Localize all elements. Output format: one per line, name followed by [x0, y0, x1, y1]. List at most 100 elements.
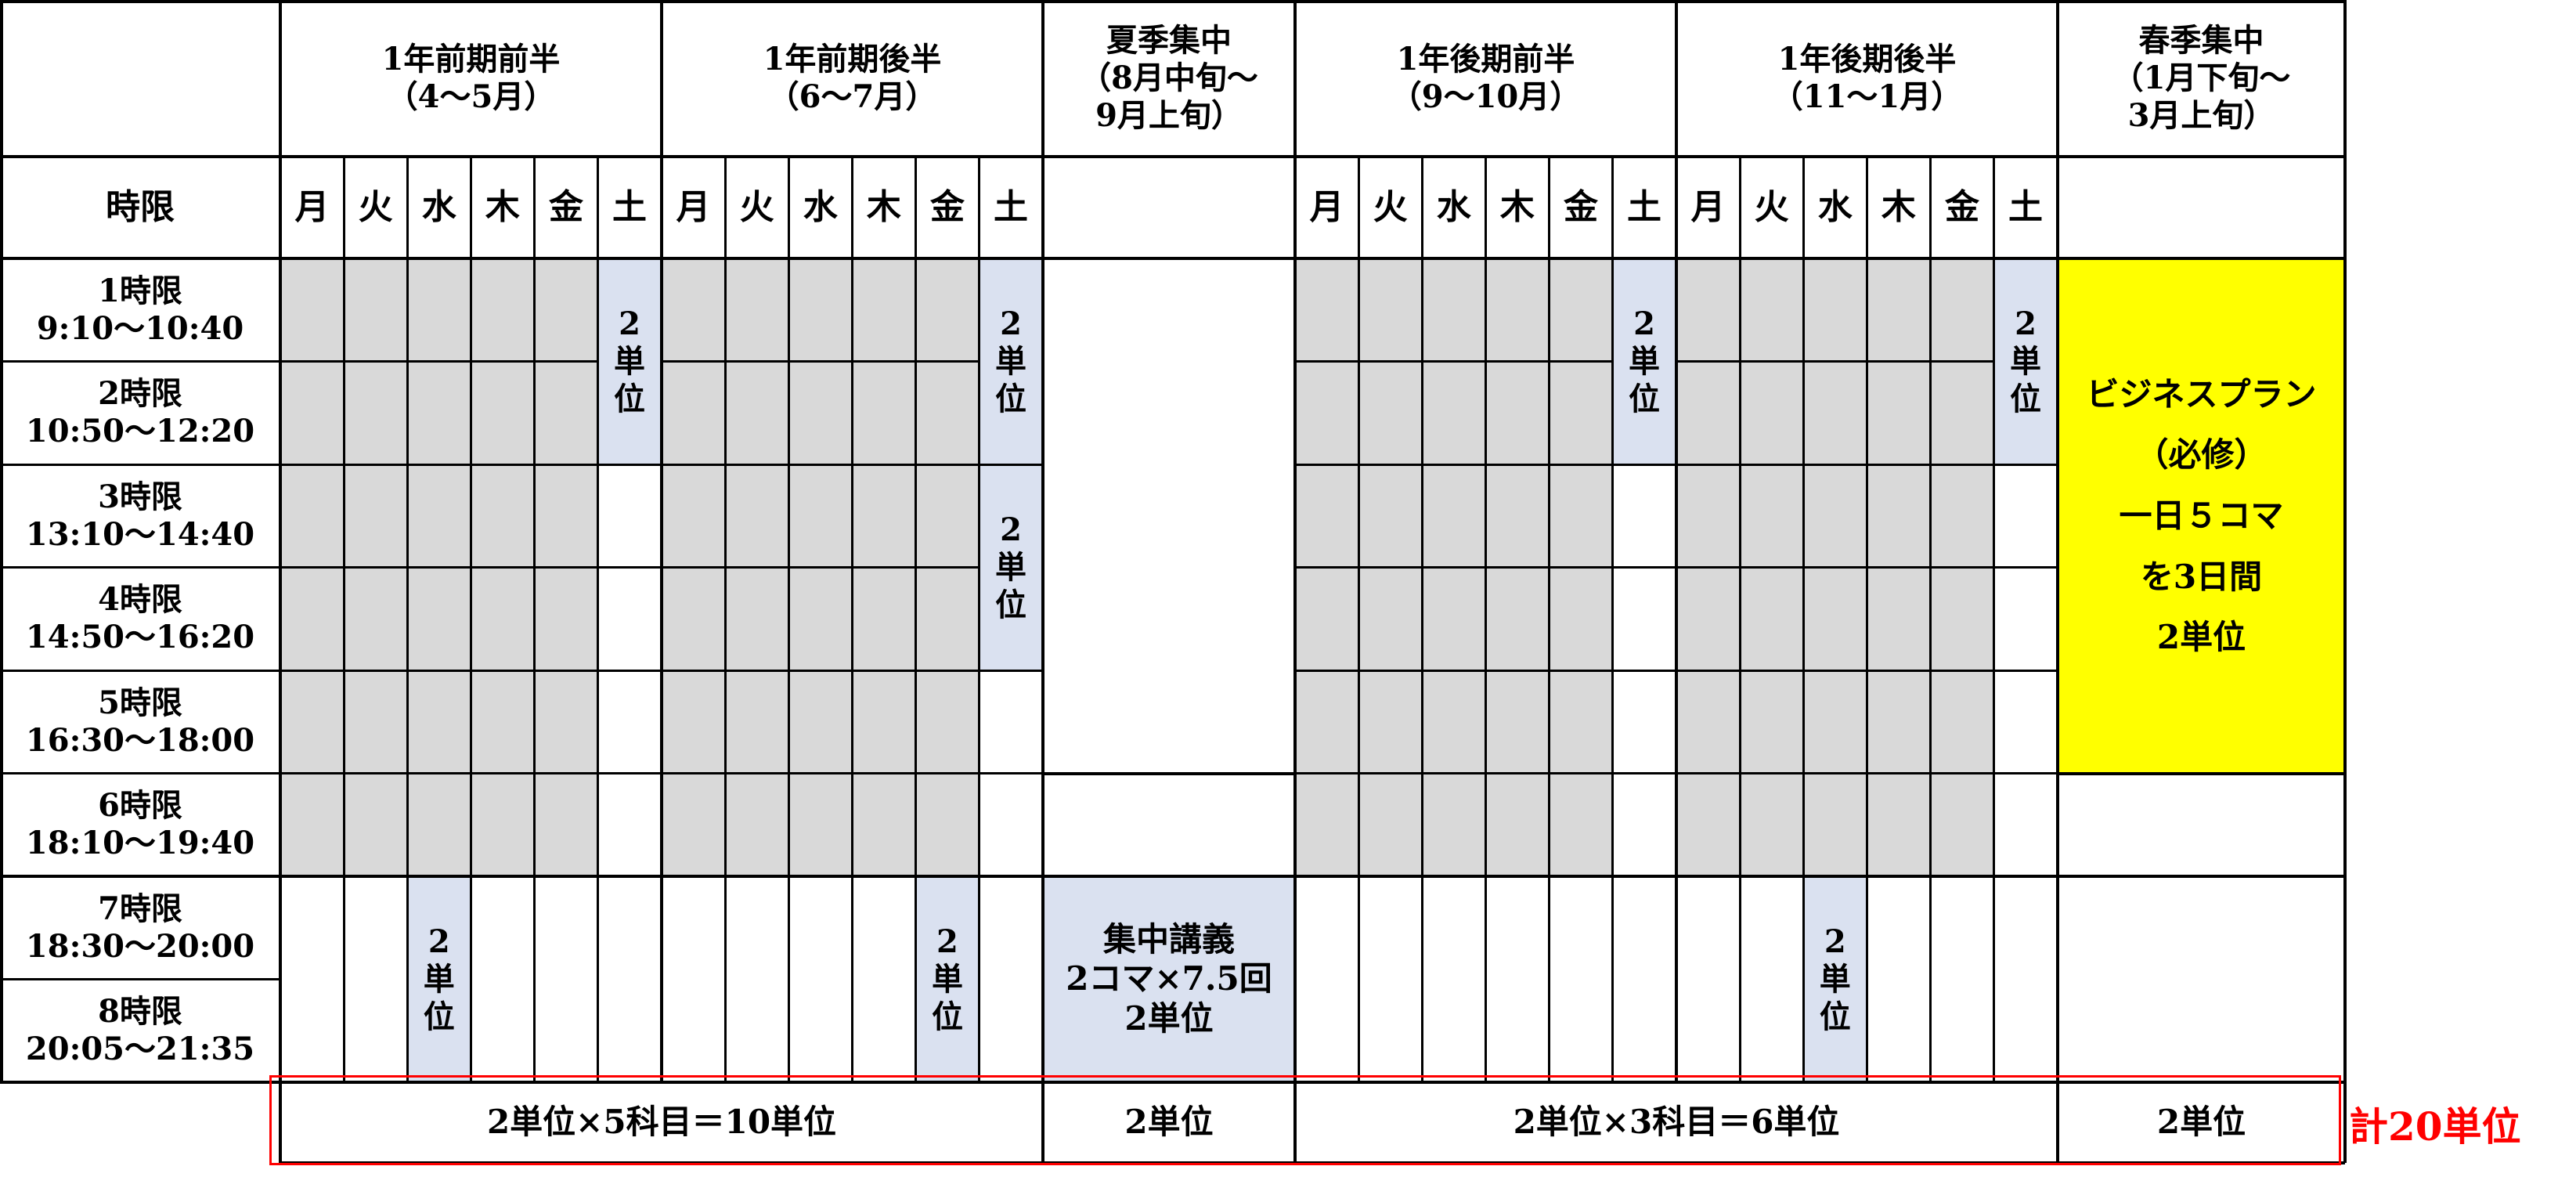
- jigen-header: 時限: [106, 186, 175, 227]
- day-header: 水: [803, 186, 838, 227]
- saturday-unit-cell: [979, 258, 1043, 464]
- day-header: 金: [1563, 186, 1598, 227]
- period-header: 夏季集中 （8月中旬〜 9月上旬）: [1080, 22, 1258, 134]
- grid-line: [532, 157, 536, 1082]
- grid-line: [979, 463, 1043, 466]
- grid-line: [1420, 157, 1423, 1082]
- grid-line: [662, 772, 980, 774]
- grid-line: [597, 772, 662, 774]
- grid-line: [280, 875, 598, 878]
- grid-line: [850, 157, 853, 1082]
- grid-line: [280, 360, 598, 363]
- grid-line: [342, 157, 345, 1082]
- grid-line: [597, 566, 662, 569]
- grid-line: [0, 0, 280, 3]
- grid-line: [914, 157, 917, 1082]
- unit-label: 2 単 位: [614, 305, 646, 417]
- grid-line: [280, 669, 598, 672]
- grid-line: [280, 0, 2345, 3]
- day-header: 金: [929, 186, 965, 227]
- unit-label: 2 単 位: [995, 511, 1027, 623]
- grid-line: [979, 669, 1043, 672]
- grid-line: [0, 669, 280, 672]
- grid-line: [2343, 0, 2347, 1163]
- day-header: 月: [676, 186, 711, 227]
- grid-line: [1612, 566, 1676, 569]
- day-header: 木: [1881, 186, 1916, 227]
- grid-line: [2058, 771, 2345, 775]
- grid-line: [1993, 875, 2058, 878]
- period-row-label: 7時限 18:30〜20:00: [25, 890, 255, 965]
- grid-line: [1612, 669, 1676, 672]
- period-row-label: 2時限 10:50〜12:20: [25, 375, 255, 450]
- grid-line: [0, 978, 280, 980]
- grid-line: [1357, 157, 1360, 1082]
- period-row-label: 8時限 20:05〜21:35: [25, 993, 255, 1068]
- grid-line: [597, 157, 599, 1082]
- day-header: 金: [548, 186, 583, 227]
- day-header: 月: [1690, 186, 1726, 227]
- grid-line: [0, 157, 3, 1082]
- day-header: 水: [1817, 186, 1853, 227]
- day-header: 火: [358, 186, 393, 227]
- business-plan-cell: [2058, 258, 2345, 774]
- grid-line: [1043, 771, 1295, 775]
- grid-line: [279, 0, 282, 1163]
- grid-line: [1484, 157, 1487, 1082]
- grid-line: [0, 1081, 2345, 1084]
- grid-line: [0, 772, 280, 774]
- grid-line: [1993, 463, 2058, 466]
- period-header: 1年前期後半 （6〜7月）: [763, 41, 942, 115]
- day-header: 月: [1309, 186, 1344, 227]
- grid-line: [597, 875, 662, 878]
- day-header: 火: [1373, 186, 1408, 227]
- saturday-unit-cell: [979, 464, 1043, 670]
- grid-line: [1675, 0, 1678, 1082]
- day-header: 土: [1627, 186, 1662, 227]
- grid-line: [1865, 157, 1868, 1082]
- grid-line: [0, 875, 280, 878]
- grid-line: [1547, 157, 1550, 1082]
- saturday-unit-cell: [1993, 258, 2058, 464]
- grid-line: [280, 772, 598, 774]
- saturday-unit-cell: [1612, 258, 1676, 464]
- grid-line: [979, 875, 1043, 878]
- day-header: 金: [1944, 186, 1979, 227]
- grid-line: [1295, 772, 1613, 774]
- period-row-label: 4時限 14:50〜16:20: [25, 581, 255, 656]
- unit-label: 2 単 位: [423, 922, 455, 1035]
- evening-unit-cell: [1803, 876, 1867, 1082]
- unit-total: 2単位: [1124, 1103, 1214, 1142]
- grid-line: [280, 566, 598, 569]
- grid-line: [1295, 566, 1613, 569]
- grid-line: [1676, 566, 1994, 569]
- unit-label: 2 単 位: [1629, 305, 1661, 417]
- grid-line: [1295, 463, 1613, 466]
- grand-total: 計20単位: [2349, 1103, 2521, 1150]
- grid-line: [1738, 157, 1741, 1082]
- grid-line: [1295, 669, 1613, 672]
- grid-line: [2056, 0, 2059, 1163]
- unit-label: 2 単 位: [931, 922, 963, 1035]
- day-header: 水: [1436, 186, 1471, 227]
- grid-line: [1802, 157, 1805, 1082]
- grid-line: [1611, 157, 1614, 1082]
- unit-total: 2単位: [2156, 1103, 2246, 1142]
- grid-line: [597, 463, 662, 466]
- grid-line: [1612, 875, 1676, 878]
- grid-line: [662, 875, 980, 878]
- grid-line: [723, 157, 727, 1082]
- day-header: 火: [1754, 186, 1789, 227]
- period-header: 1年後期後半 （11〜1月）: [1771, 41, 1963, 115]
- grid-line: [1295, 360, 1613, 363]
- day-header: 火: [739, 186, 774, 227]
- grid-line: [1928, 157, 1932, 1082]
- grid-line: [0, 360, 280, 363]
- grid-line: [1993, 772, 2058, 774]
- grid-line: [1043, 875, 1295, 878]
- grid-line: [597, 669, 662, 672]
- unit-label: 2 単 位: [1819, 922, 1851, 1035]
- grid-line: [660, 0, 663, 1082]
- grid-line: [1612, 772, 1676, 774]
- grid-line: [1993, 669, 2058, 672]
